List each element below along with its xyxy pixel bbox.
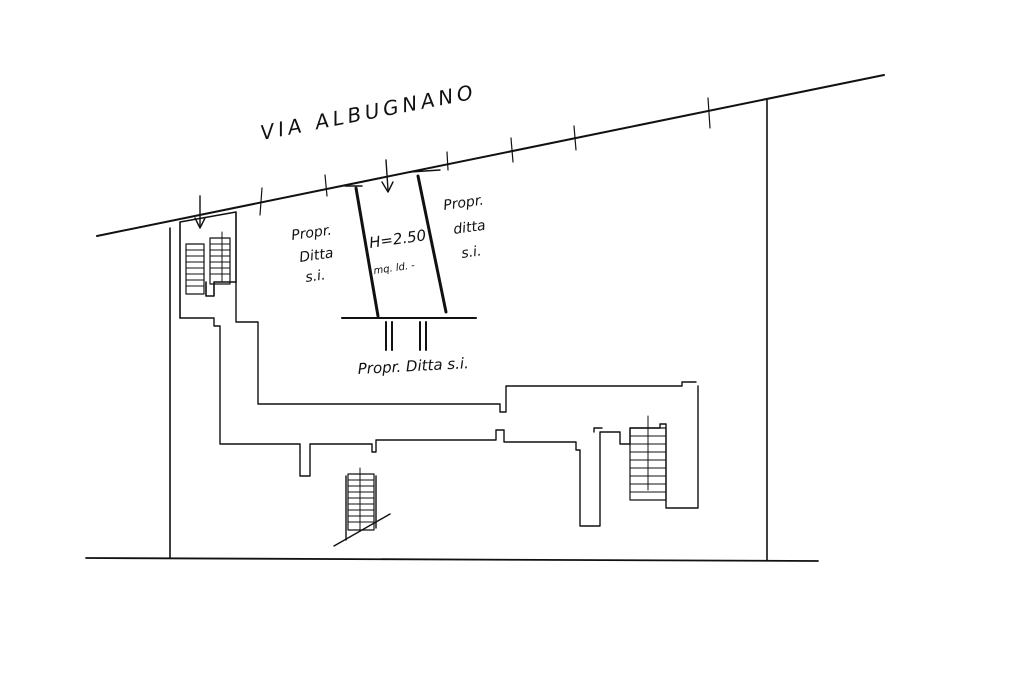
building-outline: [179, 211, 699, 547]
street-name: VIA ALBUGNANO: [258, 79, 478, 144]
central-unit: [341, 169, 477, 351]
rear-owner-label: Propr. Ditta s.i.: [357, 354, 469, 378]
right-owner-line-3: s.i.: [460, 243, 482, 262]
entrance-arrows: [194, 159, 394, 229]
left-owner-label: Propr. Ditta s.i.: [290, 222, 334, 285]
street-edge: [96, 74, 885, 237]
stair-lower: [347, 467, 375, 531]
left-owner-line-3: s.i.: [304, 267, 326, 286]
stair-right: [629, 415, 667, 501]
right-owner-label: Propr. ditta s.i.: [442, 192, 486, 261]
right-owner-line-1: Propr.: [442, 192, 484, 213]
stair-left: [185, 231, 231, 295]
unit-area-label: mq. ld. -: [373, 260, 416, 277]
left-owner-line-1: Propr.: [290, 222, 332, 243]
site-boundary: [85, 99, 819, 562]
right-owner-line-2: ditta: [452, 218, 486, 238]
unit-height-label: H=2.50: [368, 226, 427, 252]
left-owner-line-2: Ditta: [298, 245, 334, 266]
